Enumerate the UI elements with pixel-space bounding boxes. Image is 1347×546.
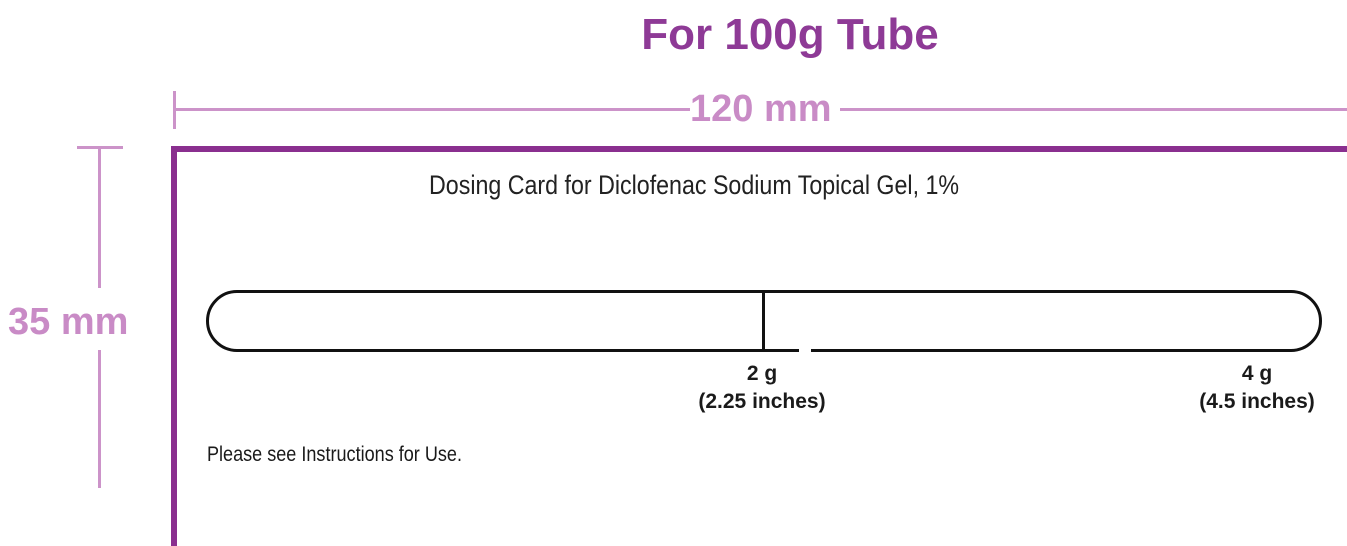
height-dimension-line-bottom <box>98 350 101 488</box>
dosing-card-title: Dosing Card for Diclofenac Sodium Topica… <box>429 170 960 200</box>
dose-mark-2g-length: (2.25 inches) <box>698 390 826 413</box>
height-dimension-line-top <box>98 146 101 288</box>
dosing-ruler-2g-mark <box>762 290 765 352</box>
dosing-card <box>171 146 1347 546</box>
width-dimension-line-left <box>173 108 690 111</box>
width-dimension-line-right <box>840 108 1347 111</box>
dosing-ruler-notch <box>799 348 811 353</box>
page-heading: For 100g Tube <box>641 10 939 59</box>
instructions-note: Please see Instructions for Use. <box>207 443 462 466</box>
width-dimension-label: 120 mm <box>690 88 832 130</box>
dose-mark-4g-amount: 4 g <box>1241 362 1273 385</box>
dose-mark-2g-label: 2 g (2.25 inches) <box>662 360 862 416</box>
dose-mark-4g-label: 4 g (4.5 inches) <box>1157 360 1347 416</box>
height-dimension-label: 35 mm <box>8 301 129 343</box>
dose-mark-4g-length: (4.5 inches) <box>1199 390 1315 413</box>
dose-mark-2g-amount: 2 g <box>746 362 778 385</box>
